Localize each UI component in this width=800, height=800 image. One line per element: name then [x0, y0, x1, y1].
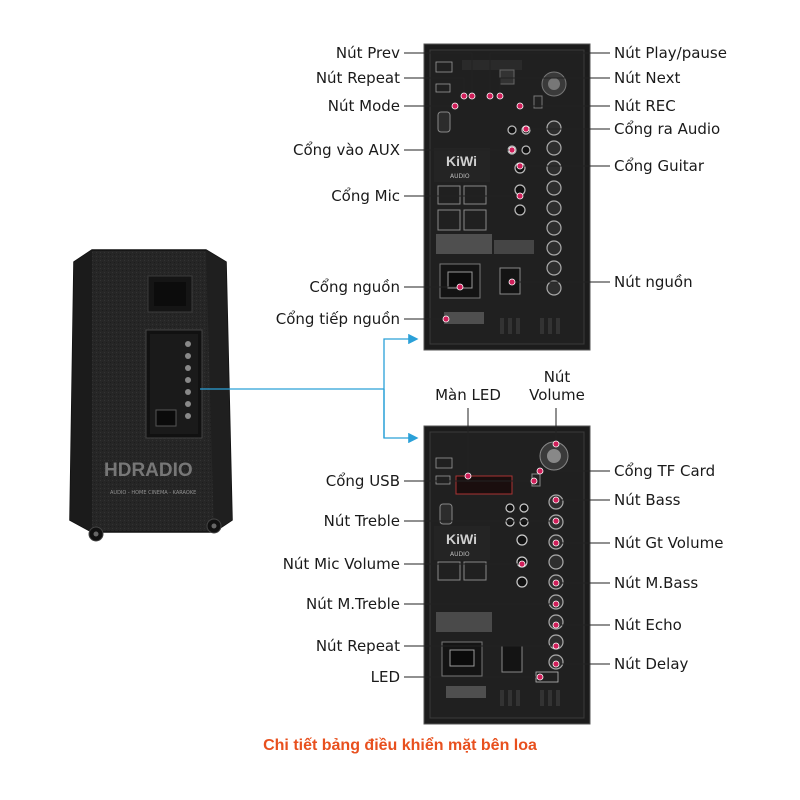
figure-caption: Chi tiết bảng điều khiển mặt bên loa — [263, 737, 537, 754]
label-mic-bass-knob: Nút M.Bass — [614, 574, 699, 592]
label-guitar-volume-knob: Nút Gt Volume — [614, 534, 724, 552]
kiwi-logo-top: KiWi — [446, 153, 477, 169]
aux-dot — [508, 146, 516, 154]
kiwi-logo-bottom: KiWi — [446, 531, 477, 547]
label-led-display: Màn LED — [435, 386, 501, 404]
led-indicator-dot — [536, 673, 544, 681]
repeat-knob-dot — [552, 642, 560, 650]
echo-dot — [552, 621, 560, 629]
label-volume-knob: Nút Volume — [529, 368, 585, 404]
label-repeat-button: Nút Repeat — [315, 69, 400, 87]
label-guitar-input: Cổng Guitar — [614, 157, 704, 175]
label-power-outlet: Cổng tiếp nguồn — [275, 310, 400, 328]
mic-dot — [516, 192, 524, 200]
speaker-cabinet — [69, 249, 233, 542]
next-line — [499, 77, 610, 96]
label-mic-volume-knob: Nút Mic Volume — [282, 555, 400, 573]
guitar-dot — [516, 162, 524, 170]
bass-dot — [552, 496, 560, 504]
repeat-line — [404, 77, 465, 96]
prev-line — [404, 52, 473, 96]
label-usb-port: Cổng USB — [325, 472, 400, 490]
gt-volume-dot — [552, 539, 560, 547]
power-button-dot — [508, 278, 516, 286]
label-aux-input: Cổng vào AUX — [293, 141, 400, 159]
label-play-pause-button: Nút Play/pause — [614, 44, 727, 62]
play-pause-dot — [486, 92, 494, 100]
connector-arrows — [200, 333, 419, 444]
hdradio-tagline: AUDIO - HOME CINEMA - KARAOKE — [110, 490, 197, 496]
label-bass-knob: Nút Bass — [614, 491, 681, 509]
label-delay-knob: Nút Delay — [614, 655, 689, 673]
next-dot — [496, 92, 504, 100]
label-repeat-knob: Nút Repeat — [315, 637, 400, 655]
mic-volume-dot — [518, 560, 526, 568]
rec-dot — [516, 102, 524, 110]
kiwi-logo-top-sub: AUDIO — [450, 173, 470, 180]
delay-dot — [552, 660, 560, 668]
treble-dot — [552, 517, 560, 525]
label-mic-treble-knob: Nút M.Treble — [305, 595, 400, 613]
label-mode-button: Nút Mode — [327, 97, 400, 115]
label-next-button: Nút Next — [614, 69, 681, 87]
label-power-inlet: Cổng nguồn — [309, 278, 400, 296]
play-pause-line — [489, 52, 610, 96]
label-echo-knob: Nút Echo — [614, 616, 682, 634]
led-display-dot — [464, 472, 472, 480]
label-led-indicator: LED — [370, 668, 400, 686]
label-tf-card-slot: Cổng TF Card — [614, 462, 716, 480]
label-power-button: Nút nguồn — [614, 273, 693, 291]
power-inlet-dot — [456, 283, 464, 291]
repeat-dot — [460, 92, 468, 100]
m-bass-dot — [552, 579, 560, 587]
prev-dot — [468, 92, 476, 100]
label-mic-input: Cổng Mic — [331, 187, 400, 205]
top-panel-illustration — [423, 43, 591, 351]
bottom-panel-pointers — [404, 408, 610, 681]
label-audio-output: Cổng ra Audio — [614, 120, 721, 138]
label-rec-button: Nút REC — [614, 97, 676, 115]
bottom-panel-illustration — [423, 425, 591, 725]
audio-out-dot — [522, 125, 530, 133]
label-prev-button: Nút Prev — [335, 44, 400, 62]
usb-dot — [530, 477, 538, 485]
tf-card-dot — [536, 467, 544, 475]
volume-dot — [552, 440, 560, 448]
top-panel-pointers — [404, 52, 610, 323]
power-outlet-dot — [442, 315, 450, 323]
hdradio-logo: HDRADIO — [104, 460, 193, 481]
mic-treble-dot — [552, 600, 560, 608]
label-treble-knob: Nút Treble — [323, 512, 400, 530]
kiwi-logo-bottom-sub: AUDIO — [450, 551, 470, 558]
mode-dot — [451, 102, 459, 110]
